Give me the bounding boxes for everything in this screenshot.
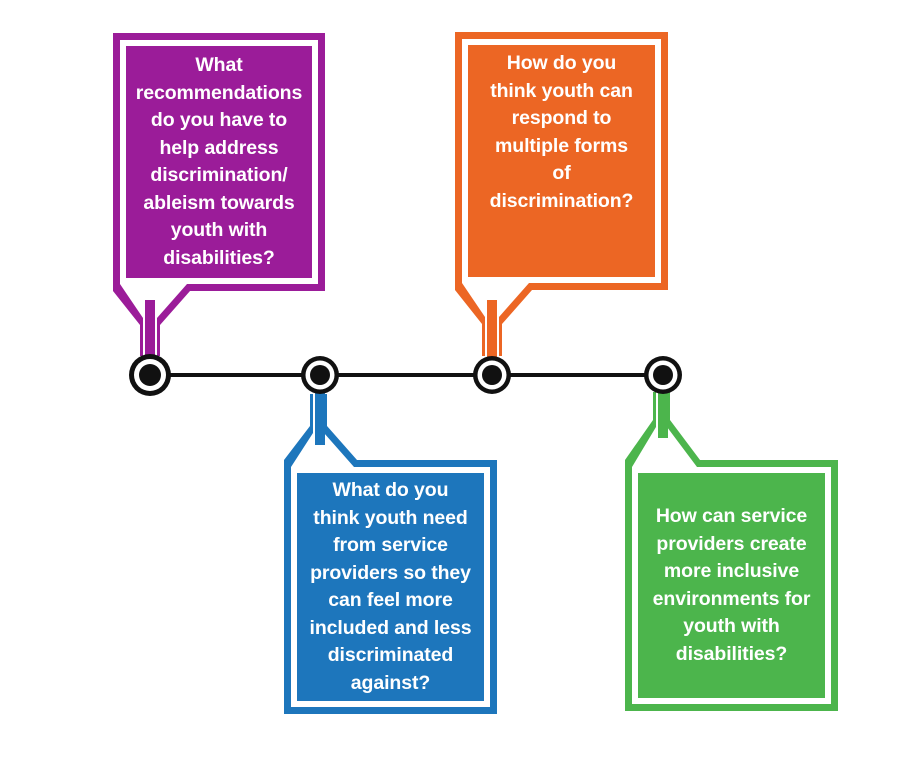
callout-purple-fill (126, 46, 312, 278)
callout-purple-text: What recommendations do you have to help… (135, 54, 303, 269)
callout-blue-label: What do you think youth need from servic… (297, 473, 484, 701)
callout-purple-label: What recommendations do you have to help… (126, 46, 312, 278)
callout-blue-text: What do you think youth need from servic… (309, 479, 472, 694)
timeline-marker-4[interactable] (644, 356, 682, 394)
callout-green-label: How can service providers create more in… (638, 473, 825, 698)
callout-green-stem (658, 388, 668, 438)
callout-orange-text: How do you think youth can respond to mu… (489, 52, 634, 212)
callout-green-text: How can service providers create more in… (652, 505, 811, 665)
callout-purple-stem (145, 300, 155, 360)
callout-orange-shape[interactable] (455, 32, 668, 360)
callout-orange-fill (468, 45, 655, 277)
callout-green-shape[interactable] (625, 388, 838, 711)
callout-orange-label: How do you think youth can respond to mu… (468, 50, 655, 250)
timeline-marker-3[interactable] (473, 356, 511, 394)
callout-blue-shape[interactable] (284, 390, 497, 714)
callout-blue-fill (297, 473, 484, 701)
callout-green-fill (638, 473, 825, 698)
callout-purple-shape[interactable] (113, 33, 325, 360)
callout-blue-stem (315, 390, 325, 445)
timeline-marker-1[interactable] (129, 354, 171, 396)
callout-orange-stem (487, 300, 497, 360)
timeline-marker-2[interactable] (301, 356, 339, 394)
